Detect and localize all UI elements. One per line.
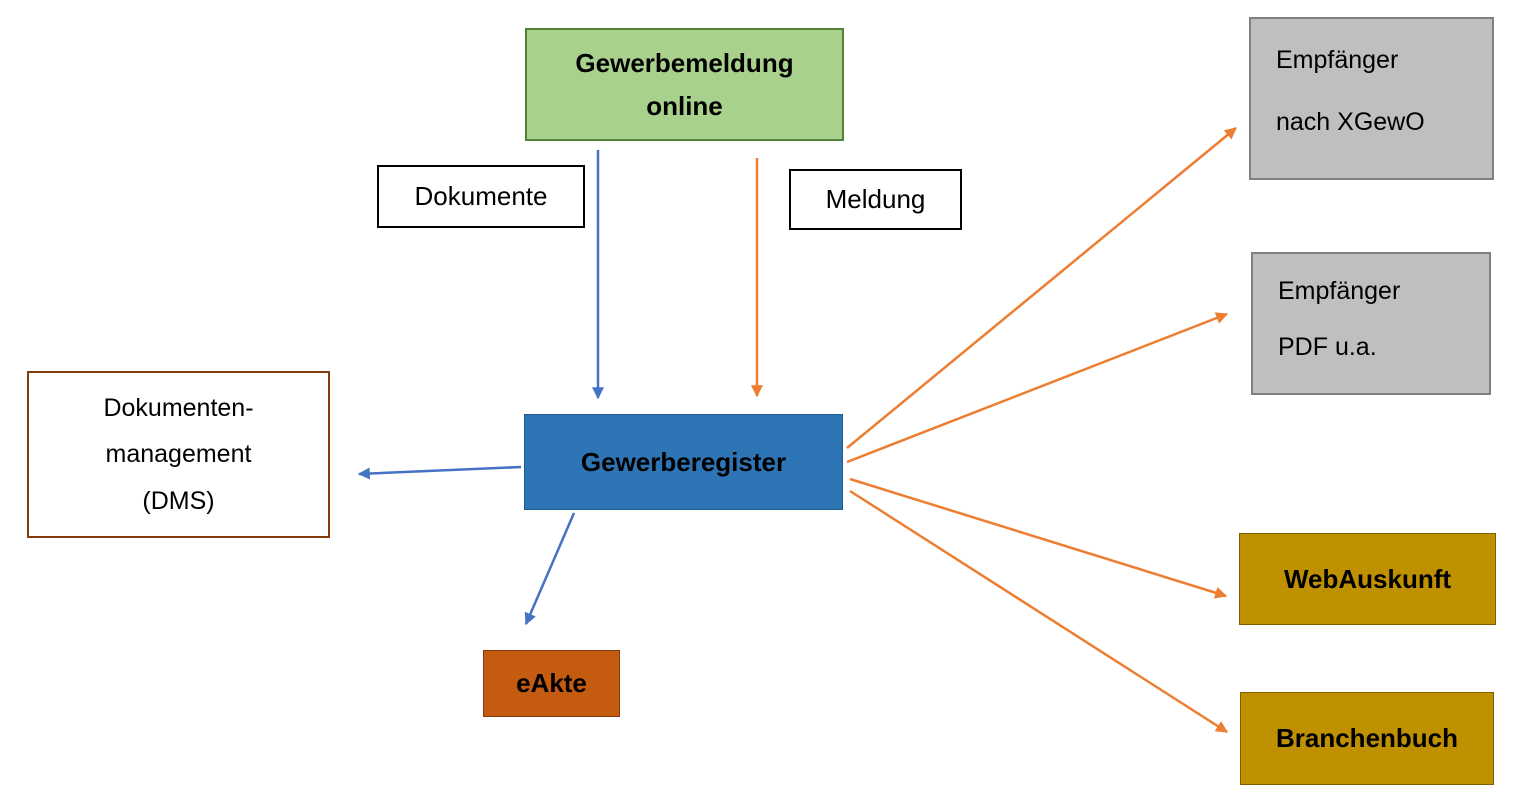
arrow-label-meldung: Meldung bbox=[789, 169, 962, 230]
empfaenger-pdf-line2: PDF u.a. bbox=[1278, 333, 1377, 361]
node-branchenbuch: Branchenbuch bbox=[1240, 692, 1494, 785]
node-empfaenger-nach-xgewo: Empfänger nach XGewO bbox=[1249, 17, 1494, 180]
node-webauskunft: WebAuskunft bbox=[1239, 533, 1496, 625]
empfaenger-xgewo-line1: Empfänger bbox=[1276, 46, 1399, 74]
arrow-register-to-empfaenger-xgewo bbox=[846, 127, 1237, 449]
arrow-register-to-webauskunft bbox=[849, 477, 1228, 599]
arrow-register-to-branchenbuch bbox=[849, 489, 1229, 734]
arrow-register-to-eakte bbox=[524, 512, 576, 626]
empfaenger-xgewo-line2: nach XGewO bbox=[1276, 108, 1425, 136]
empfaenger-pdf-line1: Empfänger bbox=[1278, 277, 1401, 305]
node-gewerbemeldung-online: Gewerbemeldung online bbox=[525, 28, 844, 141]
node-gewerberegister: Gewerberegister bbox=[524, 414, 843, 510]
node-dokumentenmanagement-dms: Dokumenten- management (DMS) bbox=[27, 371, 330, 538]
arrow-register-to-empfaenger-pdf bbox=[846, 312, 1229, 464]
arrow-register-to-dms bbox=[357, 465, 522, 480]
node-empfaenger-pdf: Empfänger PDF u.a. bbox=[1251, 252, 1491, 395]
arrow-label-dokumente: Dokumente bbox=[377, 165, 585, 228]
node-eakte: eAkte bbox=[483, 650, 620, 717]
